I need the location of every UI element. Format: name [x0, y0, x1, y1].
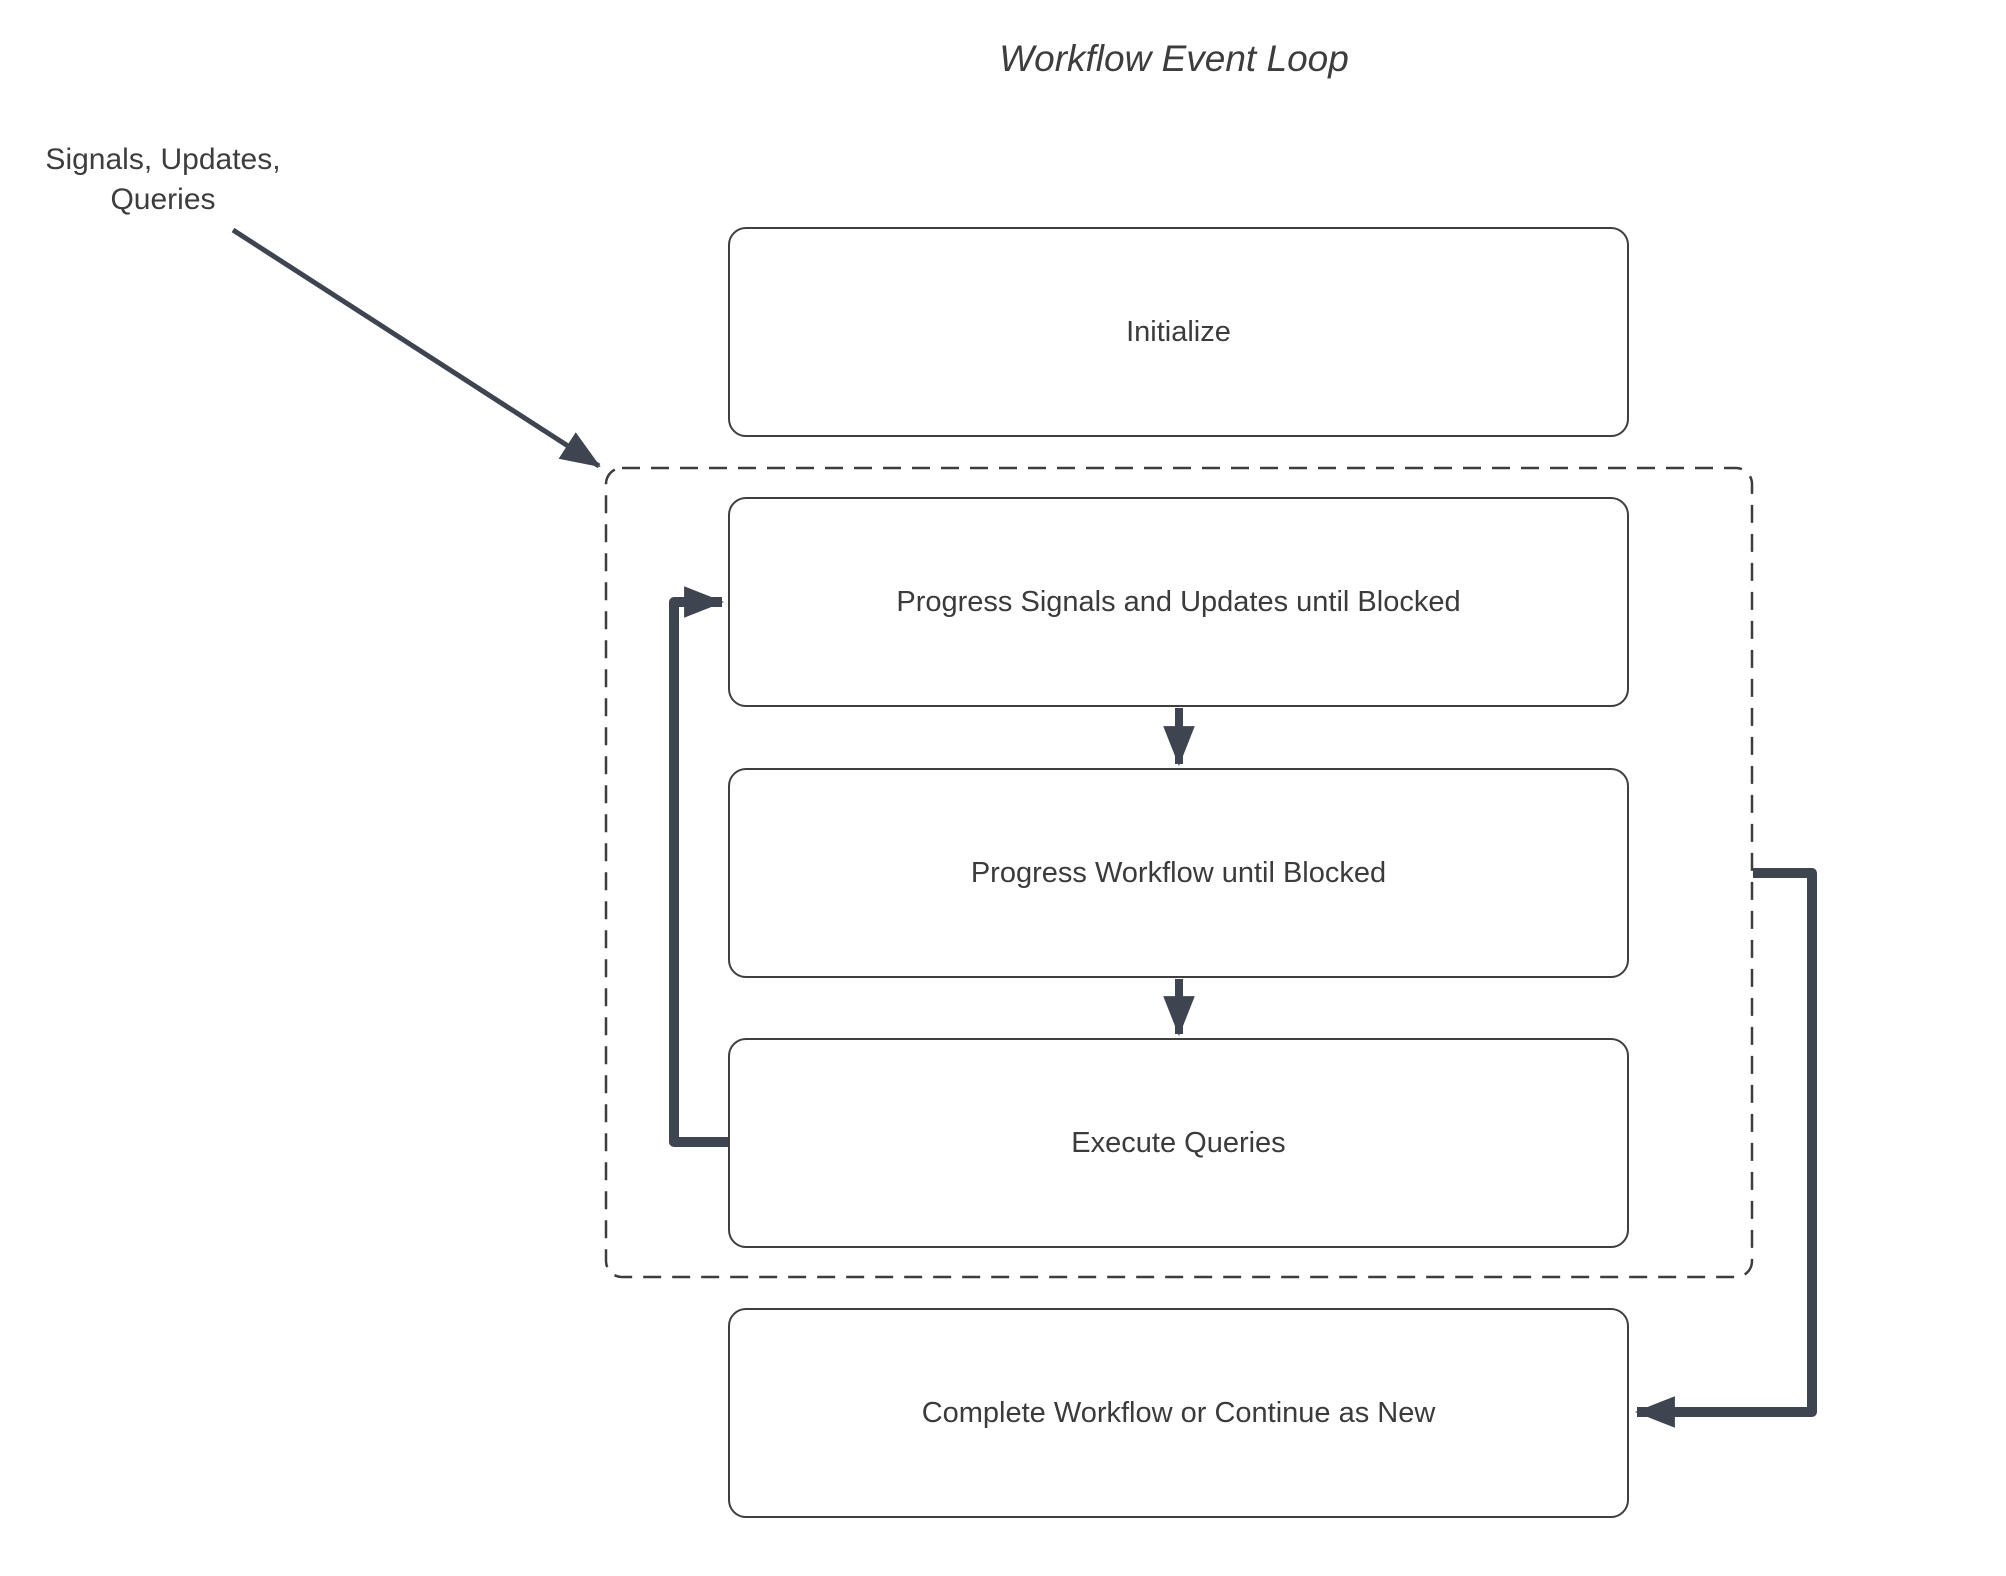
diagram-title: Workflow Event Loop — [999, 38, 1349, 79]
node-initialize-label: Initialize — [1126, 315, 1231, 348]
node-progress-signals: Progress Signals and Updates until Block… — [728, 497, 1629, 707]
edge-signals-to-loop-arrow — [231, 227, 601, 469]
event-loop-boundary — [604, 466, 1754, 1279]
node-execute-queries-label: Execute Queries — [1071, 1126, 1286, 1159]
edge-queries-loop-back-arrow — [669, 586, 728, 1147]
node-complete-workflow-label: Complete Workflow or Continue as New — [921, 1396, 1436, 1429]
node-progress-workflow-label: Progress Workflow until Blocked — [970, 856, 1387, 889]
node-complete-workflow: Complete Workflow or Continue as New — [728, 1308, 1629, 1518]
node-progress-workflow: Progress Workflow until Blocked — [728, 768, 1629, 978]
edge-loop-to-complete-arrow — [1634, 868, 1817, 1428]
node-initialize: Initialize — [728, 227, 1629, 437]
node-progress-signals-label: Progress Signals and Updates until Block… — [896, 585, 1461, 618]
node-execute-queries: Execute Queries — [728, 1038, 1629, 1248]
external-input-label: Signals, Updates, Queries — [45, 143, 281, 216]
